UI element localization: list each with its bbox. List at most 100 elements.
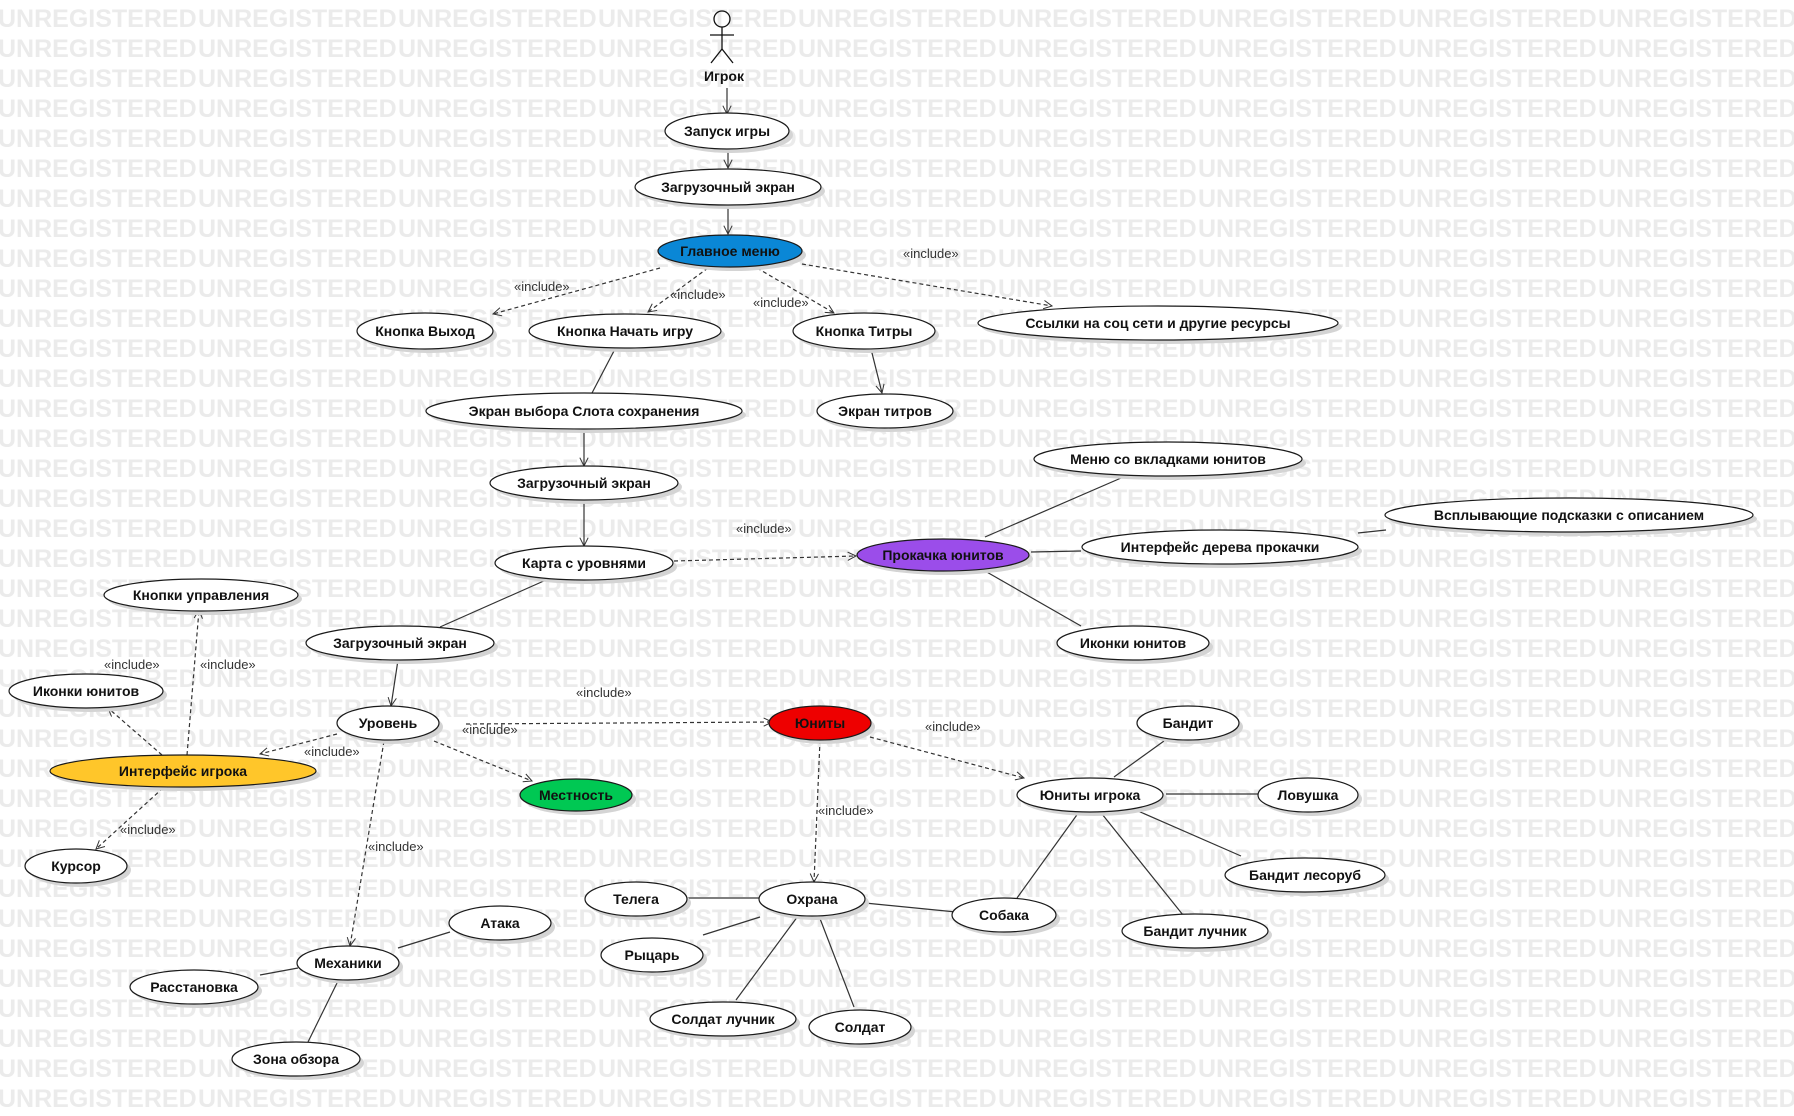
use-case-level[interactable]: Уровень	[336, 705, 443, 744]
svg-text:UNREGISTERED: UNREGISTERED	[598, 515, 797, 543]
use-case-ellipse	[296, 945, 400, 981]
use-case-credits-screen[interactable]: Экран титров	[816, 393, 957, 432]
use-case-slot-screen[interactable]: Экран выбора Слота сохранения	[425, 392, 746, 433]
use-case-control-buttons[interactable]: Кнопки управления	[103, 578, 302, 615]
use-case-credits-btn[interactable]: Кнопка Титры	[792, 312, 939, 353]
use-case-units[interactable]: Юниты	[768, 705, 875, 744]
svg-text:UNREGISTERED: UNREGISTERED	[0, 545, 197, 573]
use-case-unit-icons-pi[interactable]: Иконки юнитов	[8, 673, 167, 712]
svg-text:UNREGISTERED: UNREGISTERED	[1398, 95, 1597, 123]
use-case-attack[interactable]: Атака	[448, 905, 555, 944]
svg-text:UNREGISTERED: UNREGISTERED	[398, 65, 597, 93]
svg-text:UNREGISTERED: UNREGISTERED	[1398, 695, 1597, 723]
svg-text:UNREGISTERED: UNREGISTERED	[798, 485, 997, 513]
svg-text:UNREGISTERED: UNREGISTERED	[1198, 65, 1397, 93]
use-case-ellipse	[584, 881, 688, 917]
use-case-placement[interactable]: Расстановка	[129, 969, 262, 1008]
use-case-loading3[interactable]: Загрузочный экран	[305, 625, 498, 664]
svg-text:UNREGISTERED: UNREGISTERED	[1598, 365, 1794, 393]
edge-mech-viewzone	[307, 980, 339, 1043]
use-case-bandit-lumberjack[interactable]: Бандит лесоруб	[1224, 857, 1389, 896]
use-case-soldier[interactable]: Солдат	[808, 1009, 915, 1048]
use-case-ellipse	[758, 881, 866, 917]
use-case-knight[interactable]: Рыцарь	[600, 937, 707, 976]
edge-pu-lumberjack	[1137, 810, 1242, 857]
svg-text:UNREGISTERED: UNREGISTERED	[1398, 125, 1597, 153]
use-case-ellipse	[808, 1009, 912, 1045]
svg-text:UNREGISTERED: UNREGISTERED	[1198, 245, 1397, 273]
svg-text:UNREGISTERED: UNREGISTERED	[998, 185, 1197, 213]
use-case-exit-btn[interactable]: Кнопка Выход	[356, 312, 497, 353]
svg-text:UNREGISTERED: UNREGISTERED	[798, 155, 997, 183]
use-case-unit-icons-up[interactable]: Иконки юнитов	[1056, 625, 1213, 664]
use-case-label-player-interface: Интерфейс игрока	[119, 763, 247, 779]
svg-text:UNREGISTERED: UNREGISTERED	[1198, 815, 1397, 843]
use-case-label-guard: Охрана	[786, 891, 837, 907]
use-case-player-units[interactable]: Юниты игрока	[1016, 777, 1167, 816]
use-case-bandit-archer[interactable]: Бандит лучник	[1121, 913, 1272, 952]
use-case-start-btn[interactable]: Кнопка Начать игру	[528, 313, 725, 352]
svg-text:UNREGISTERED: UNREGISTERED	[0, 245, 197, 273]
use-case-player-interface[interactable]: Интерфейс игрока	[49, 754, 320, 791]
use-case-trap[interactable]: Ловушка	[1257, 777, 1362, 816]
actor-player[interactable]: Игрок	[704, 10, 745, 84]
use-case-loading2[interactable]: Загрузочный экран	[489, 465, 682, 504]
svg-text:UNREGISTERED: UNREGISTERED	[398, 365, 597, 393]
svg-text:UNREGISTERED: UNREGISTERED	[998, 965, 1197, 993]
svg-text:UNREGISTERED: UNREGISTERED	[1598, 785, 1794, 813]
svg-text:UNREGISTERED: UNREGISTERED	[798, 815, 997, 843]
svg-text:UNREGISTERED: UNREGISTERED	[1198, 665, 1397, 693]
svg-text:UNREGISTERED: UNREGISTERED	[1398, 815, 1597, 843]
edge-mainmenu-exit	[493, 267, 661, 314]
use-case-tabs-menu[interactable]: Меню со вкладками юнитов	[1033, 441, 1306, 480]
use-case-label-trap: Ловушка	[1278, 787, 1339, 803]
use-case-launch[interactable]: Запуск игры	[664, 112, 793, 153]
svg-text:UNREGISTERED: UNREGISTERED	[1198, 395, 1397, 423]
use-case-cart[interactable]: Телега	[584, 881, 691, 920]
use-case-bandit[interactable]: Бандит	[1136, 705, 1243, 744]
svg-text:UNREGISTERED: UNREGISTERED	[1198, 1055, 1397, 1083]
use-case-main-menu[interactable]: Главное меню	[657, 234, 806, 271]
use-case-guard[interactable]: Охрана	[758, 881, 869, 920]
svg-text:UNREGISTERED: UNREGISTERED	[0, 275, 197, 303]
use-case-upgrade[interactable]: Прокачка юнитов	[856, 538, 1033, 575]
svg-text:UNREGISTERED: UNREGISTERED	[198, 65, 397, 93]
use-case-tooltips[interactable]: Всплывающие подсказки с описанием	[1384, 497, 1757, 536]
edge-levelmap-upgrade	[673, 556, 856, 562]
use-case-mechanics[interactable]: Механики	[296, 945, 403, 984]
svg-text:UNREGISTERED: UNREGISTERED	[1598, 95, 1794, 123]
svg-text:UNREGISTERED: UNREGISTERED	[598, 1085, 797, 1113]
use-case-soldier-archer[interactable]: Солдат лучник	[649, 1001, 800, 1040]
svg-text:UNREGISTERED: UNREGISTERED	[1398, 845, 1597, 873]
use-case-tree-ui[interactable]: Интерфейс дерева прокачки	[1081, 529, 1362, 568]
use-case-ellipse	[1056, 625, 1210, 661]
include-label-units: «include»	[576, 685, 632, 700]
use-case-ellipse	[1224, 857, 1386, 893]
include-label-cursor: «include»	[120, 822, 176, 837]
svg-text:UNREGISTERED: UNREGISTERED	[0, 215, 197, 243]
use-case-ellipse	[356, 312, 494, 350]
svg-text:UNREGISTERED: UNREGISTERED	[198, 95, 397, 123]
svg-text:UNREGISTERED: UNREGISTERED	[598, 65, 797, 93]
svg-text:UNREGISTERED: UNREGISTERED	[398, 125, 597, 153]
svg-text:UNREGISTERED: UNREGISTERED	[1198, 125, 1397, 153]
use-case-level-map[interactable]: Карта с уровнями	[494, 545, 677, 584]
svg-text:UNREGISTERED: UNREGISTERED	[1398, 785, 1597, 813]
svg-text:UNREGISTERED: UNREGISTERED	[1598, 155, 1794, 183]
use-case-terrain[interactable]: Местность	[519, 778, 636, 815]
use-case-ellipse	[489, 465, 679, 501]
use-case-label-credits-btn: Кнопка Титры	[816, 323, 913, 339]
use-case-cursor[interactable]: Курсор	[24, 848, 131, 887]
use-case-social[interactable]: Ссылки на соц сети и другие ресурсы	[977, 305, 1342, 344]
use-case-ellipse	[49, 754, 317, 788]
use-case-ellipse	[1136, 705, 1240, 741]
svg-text:UNREGISTERED: UNREGISTERED	[998, 95, 1197, 123]
use-case-dog[interactable]: Собака	[951, 897, 1060, 936]
svg-text:UNREGISTERED: UNREGISTERED	[1398, 275, 1597, 303]
svg-text:UNREGISTERED: UNREGISTERED	[198, 275, 397, 303]
include-label-mechanics: «include»	[368, 839, 424, 854]
svg-text:UNREGISTERED: UNREGISTERED	[0, 185, 197, 213]
edge-mech-placement	[259, 967, 299, 976]
use-case-loading1[interactable]: Загрузочный экран	[634, 168, 825, 209]
use-case-view-zone[interactable]: Зона обзора	[231, 1041, 364, 1080]
